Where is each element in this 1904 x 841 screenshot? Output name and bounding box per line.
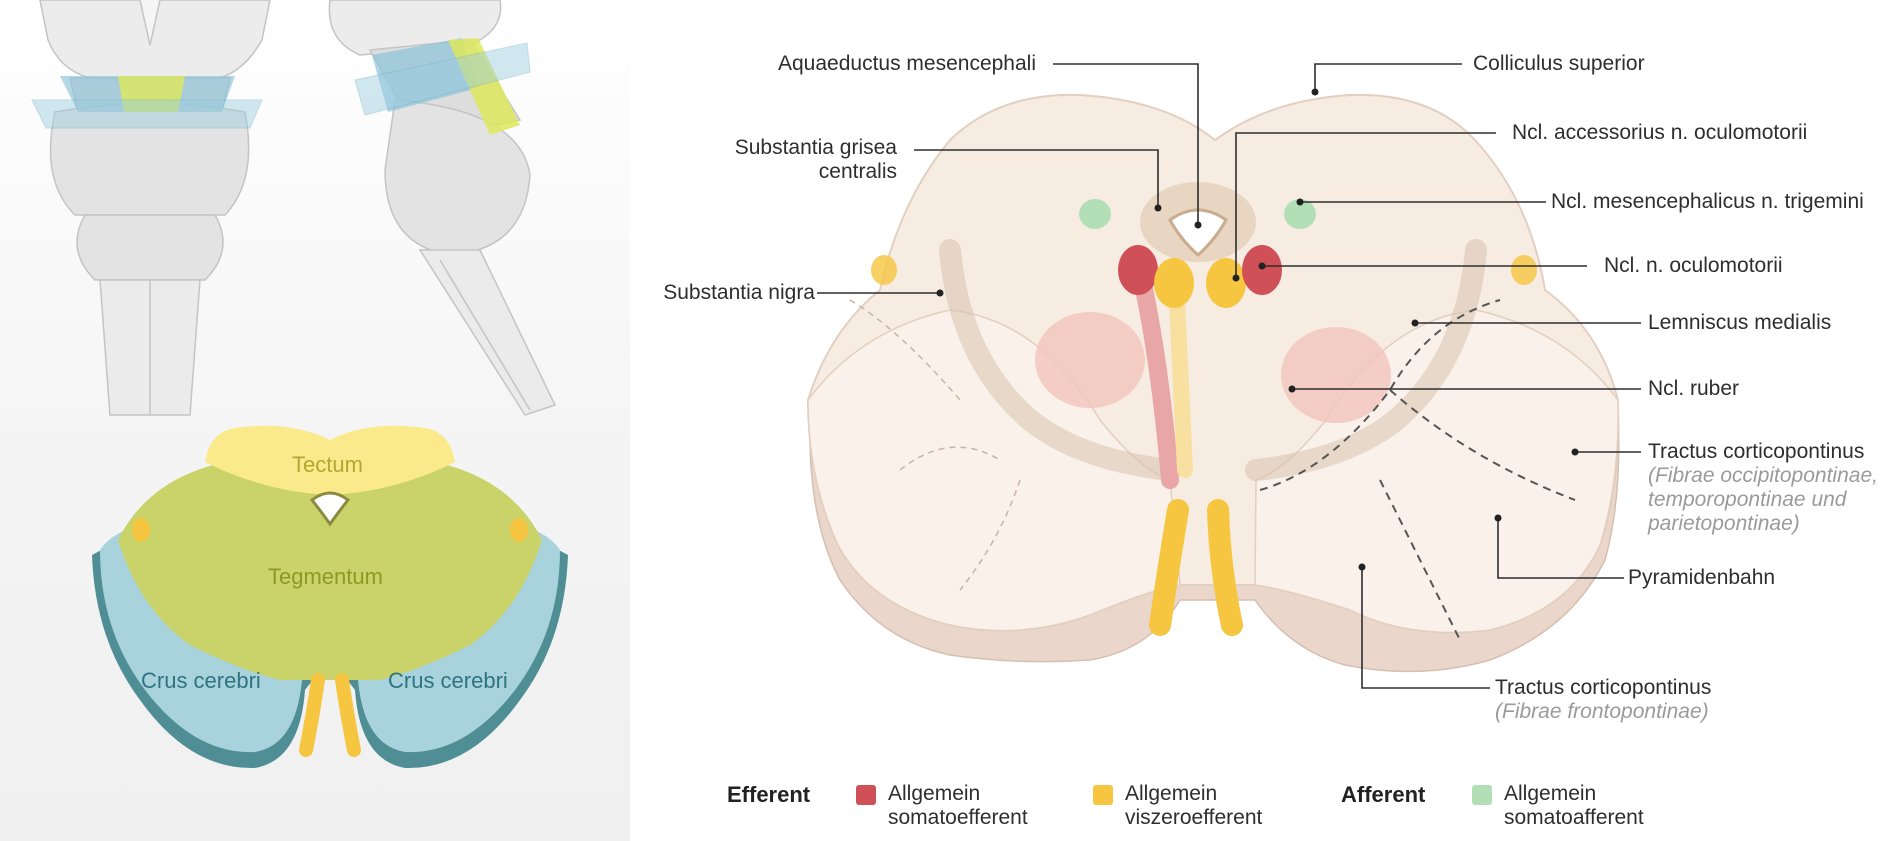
label-ncl-oculomotorii: Ncl. n. oculomotorii [1604,254,1783,277]
label-tractus-corticopontinus-1: Tractus corticopontinus (Fibrae occipito… [1648,440,1878,536]
label-tractus-cp-1-sub1: (Fibrae occipitopontinae, [1648,464,1878,487]
label-tractus-cp-2-sub: (Fibrae frontopontinae) [1495,700,1709,723]
ncl-ruber-right [1281,327,1391,423]
section-plane-front [31,76,263,129]
aquaeductus [1168,208,1228,258]
label-colliculus-superior: Colliculus superior [1473,52,1645,75]
label-ncl-mesencephalicus: Ncl. mesencephalicus n. trigemini [1551,190,1864,213]
ncl-mesencephalicus-left [1079,199,1111,229]
legend-somatoafferent: Allgemein somatoafferent [1504,782,1644,830]
region-crus-cerebri-right: Crus cerebri [388,668,508,693]
crus-cerebri-right [1254,309,1619,634]
crus-cerebri-left [807,309,1181,632]
substantia-nigra-right [1245,239,1487,481]
label-lemniscus-medialis: Lemniscus medialis [1648,311,1832,334]
ncl-mesencephalicus-right [1284,199,1316,229]
lateral-nucleus-left [871,255,897,285]
legend-somatoefferent: Allgemein somatoefferent [888,782,1028,830]
ncl-oculomotorii-right [1242,245,1282,295]
label-substantia-nigra: Substantia nigra [663,281,815,304]
orientation-illustrations [31,0,568,769]
label-tractus-cp-2-title: Tractus corticopontinus [1495,676,1712,699]
oculomotor-fibres-visceral [1168,272,1193,478]
label-ncl-ruber: Ncl. ruber [1648,377,1740,400]
legend-efferent-heading: Efferent [727,782,811,807]
label-substantia-grisea-line2: centralis [818,160,897,183]
label-aquaeductus: Aquaeductus mesencephali [777,52,1036,75]
legend-swatch-somatoefferent [856,785,876,805]
region-tegmentum: Tegmentum [268,564,383,589]
label-tractus-cp-1-sub3: parietopontinae) [1648,512,1800,535]
legend: Efferent Allgemein somatoefferent Allgem… [727,782,1727,834]
legend-afferent-heading: Afferent [1341,782,1426,807]
oculomotor-fibres-somatic [1131,261,1179,489]
ncl-accessorius-right [1206,258,1246,308]
legend-item-2-line1: Allgemein [1125,782,1218,805]
leader-lines [817,63,1641,689]
leader-dots [936,88,1579,571]
region-tectum: Tectum [292,452,363,477]
legend-item-2-line2: viszeroefferent [1125,806,1263,829]
section-plane-side [354,38,531,135]
ncl-accessorius-left [1154,258,1194,308]
tract-boundaries-light [849,299,1021,591]
lateral-nucleus-right [1511,255,1537,285]
brainstem-front-view [39,0,271,416]
substantia-grisea-centralis [1140,182,1256,262]
label-pyramidenbahn: Pyramidenbahn [1628,566,1776,589]
legend-viszeroefferent: Allgemein viszeroefferent [1125,782,1262,830]
section-body [806,93,1620,634]
label-ncl-accessorius: Ncl. accessorius n. oculomotorii [1512,121,1808,144]
n-oculomotorius-root-right [1207,499,1243,636]
label-substantia-grisea: Substantia grisea centralis [735,136,897,184]
label-substantia-grisea-line1: Substantia grisea [734,136,897,159]
legend-swatch-somatoafferent [1472,785,1492,805]
ncl-ruber-left [1035,312,1145,408]
mesencephalon-section-colored [92,425,568,769]
region-crus-cerebri-left: Crus cerebri [141,668,261,693]
label-tractus-corticopontinus-2: Tractus corticopontinus (Fibrae frontopo… [1495,676,1711,724]
n-oculomotorius-root-left [1149,499,1189,636]
label-tractus-cp-1-sub2: temporopontinae und [1648,488,1847,511]
ncl-oculomotorii-left [1118,245,1158,295]
legend-item-3-line2: somatoafferent [1504,806,1644,829]
legend-item-1-line2: somatoefferent [888,806,1028,829]
substantia-nigra-left [939,239,1181,481]
outer-rim [809,409,1620,673]
legend-item-3-line1: Allgemein [1504,782,1597,805]
tract-boundaries [1259,299,1576,641]
legend-swatch-viszeroefferent [1093,785,1113,805]
legend-item-1-line1: Allgemein [888,782,981,805]
label-tractus-cp-1-title: Tractus corticopontinus [1648,440,1865,463]
